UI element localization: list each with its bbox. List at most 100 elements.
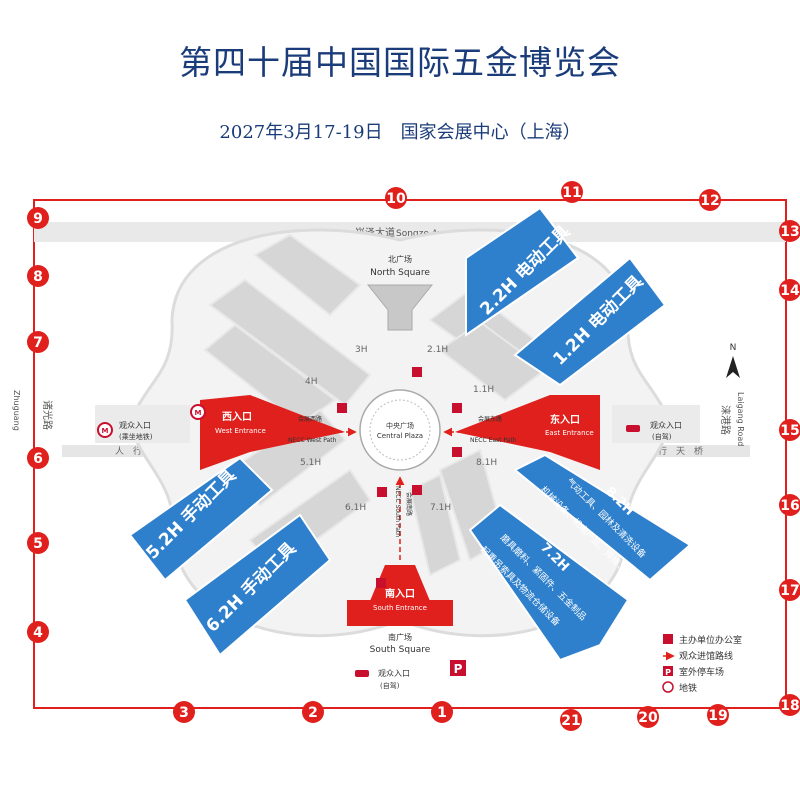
office-icon — [452, 447, 462, 457]
gate-number: 10 — [386, 191, 406, 207]
hall-7-1h-label: 7.1H — [430, 503, 451, 513]
gate-badge — [27, 621, 49, 643]
gate-15: 15 — [779, 419, 800, 441]
gate-number: 8 — [33, 269, 43, 285]
west-visitor-entrance: M 观众入口 (乘坐地铁) M — [95, 404, 206, 443]
legend: 主办单位办公室 观众进馆路线 P 室外停车场 地铁 — [662, 634, 742, 694]
south-path-cn: 会展南路 — [405, 492, 413, 516]
hall-labels: 3H 2.1H 4H 1.1H 5.1H 8.1H 6.1H 7.1H — [300, 345, 497, 513]
hall-8-2h — [513, 453, 692, 582]
gate-badge — [779, 419, 800, 441]
east-road-cn: 涞港路 — [719, 405, 732, 435]
hall-8-1h-label: 8.1H — [476, 458, 497, 468]
hall-2-1h-label: 2.1H — [427, 345, 448, 355]
hall-2-2h — [465, 206, 580, 337]
gate-badge — [27, 532, 49, 554]
gate-badge — [779, 220, 800, 242]
gate-9: 9 — [27, 207, 49, 229]
hall-6-2h — [183, 513, 332, 657]
west-road-en: Zhuguang — [12, 390, 21, 431]
gate-1: 1 — [431, 701, 453, 723]
gate-number: 9 — [33, 211, 43, 227]
south-entrance-en: South Entrance — [373, 604, 427, 612]
gate-number: 7 — [33, 335, 43, 351]
office-icon — [452, 403, 462, 413]
hall-5-1h-label: 5.1H — [300, 458, 321, 468]
gate-badge — [27, 207, 49, 229]
central-plaza-en: Central Plaza — [377, 432, 423, 440]
east-entrance-en: East Entrance — [545, 429, 594, 437]
south-path-en: NECC South Path — [394, 486, 401, 537]
parking-icon: P — [450, 660, 466, 676]
gate-2: 2 — [302, 701, 324, 723]
hall-5-2h — [128, 456, 274, 582]
gate-16: 16 — [779, 494, 800, 516]
gate-number: 11 — [562, 185, 581, 201]
east-path-cn: 会展东路 — [478, 415, 502, 423]
gate-badge — [27, 265, 49, 287]
gate-badge — [779, 579, 800, 601]
gate-14: 14 — [779, 279, 800, 301]
gate-8: 8 — [27, 265, 49, 287]
gate-number: 19 — [708, 708, 727, 724]
gate-20: 20 — [637, 706, 659, 728]
gate-7: 7 — [27, 331, 49, 353]
gate-badge — [431, 701, 453, 723]
central-plaza — [359, 389, 441, 471]
gate-badge — [173, 701, 195, 723]
gate-number: 12 — [700, 193, 719, 209]
gate-5: 5 — [27, 532, 49, 554]
west-path-cn: 会展西路 — [298, 415, 322, 423]
legend-parking-icon — [663, 666, 673, 676]
gate-badge — [27, 331, 49, 353]
gate-number: 3 — [179, 705, 189, 721]
page-title: 第四十届中国国际五金博览会 — [179, 43, 621, 82]
south-visitor-label: 观众入口 — [378, 669, 410, 678]
gate-19: 19 — [707, 704, 729, 726]
gate-3: 3 — [173, 701, 195, 723]
metro-icon — [97, 422, 113, 438]
gate-badge — [699, 189, 721, 211]
south-square-en: South Square — [370, 645, 431, 655]
gate-number: 4 — [33, 625, 43, 641]
east-road-en: Laigang Road — [736, 392, 745, 446]
north-square-shape — [366, 284, 434, 331]
gate-badge — [560, 709, 582, 731]
south-visitor-note: (自驾) — [380, 681, 400, 690]
gate-number: 20 — [638, 710, 658, 726]
gate-17: 17 — [779, 579, 800, 601]
svg-text:P: P — [454, 662, 463, 676]
gate-badge — [779, 494, 800, 516]
office-icon — [337, 403, 347, 413]
legend-parking: 室外停车场 — [679, 666, 724, 678]
gate-number: 16 — [780, 498, 799, 514]
east-entrance-shape — [455, 395, 600, 470]
gate-badge — [637, 706, 659, 728]
gate-number: 6 — [33, 451, 43, 467]
west-visitor-label: 观众入口 — [119, 421, 151, 430]
hall-7-2h — [468, 503, 630, 662]
office-icon — [377, 487, 387, 497]
office-icon — [412, 367, 422, 377]
car-icon — [626, 425, 640, 432]
hall-6-1h-label: 6.1H — [345, 503, 366, 513]
gate-number: 17 — [780, 583, 799, 599]
legend-office-icon — [663, 634, 673, 644]
hall-1-2h — [513, 256, 667, 387]
gate-number: 13 — [780, 224, 799, 240]
car-icon — [355, 670, 369, 677]
central-plaza-cn: 中央广场 — [386, 421, 414, 430]
gate-number: 5 — [33, 536, 43, 552]
west-entrance-en: West Entrance — [215, 427, 266, 435]
west-entrance-cn: 西入口 — [222, 411, 252, 423]
south-entrance-cn: 南入口 — [385, 587, 415, 600]
gate-badge — [779, 279, 800, 301]
office-icon — [412, 485, 422, 495]
gate-number: 14 — [780, 283, 800, 299]
event-subtitle: 2027年3月17-19日 国家会展中心（上海） — [219, 122, 581, 143]
east-visitor-label: 观众入口 — [650, 421, 682, 430]
office-markers — [337, 367, 462, 588]
gate-6: 6 — [27, 447, 49, 469]
